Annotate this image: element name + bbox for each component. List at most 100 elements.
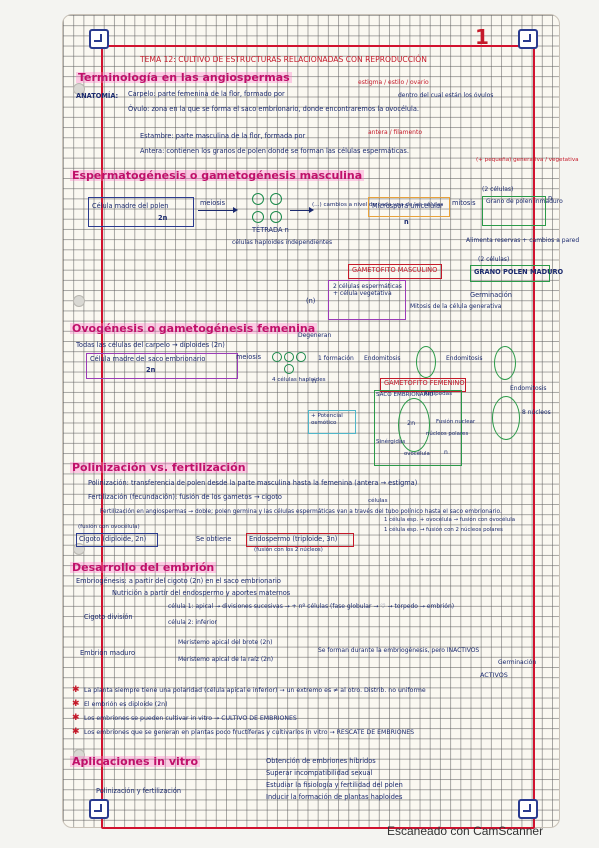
embryo-sac-oval-icon	[494, 346, 516, 380]
potencial-box	[308, 410, 356, 434]
celulas-haploides-label: células haploides independientes	[232, 239, 333, 246]
heading-aplicaciones: Aplicaciones in vitro	[70, 755, 201, 768]
se-forman-text: Se forman durante la embriogénesis, pero…	[318, 647, 480, 654]
endospermo-box	[246, 533, 354, 547]
fusion-nucleos-label: (fusión con los 2 núcleos)	[254, 547, 323, 553]
mitosis-gen-label: Mitosis de la célula generativa	[410, 303, 502, 310]
polinizacion-aplic: Polinización y fertilización	[96, 787, 182, 795]
endomitosis-2: Endomitosis	[446, 355, 483, 362]
fusion-celulas-text: (fusión con ovocélula)	[78, 524, 140, 530]
mitosis-label: mitosis	[452, 199, 476, 207]
notebook-page: 1	[62, 14, 560, 829]
n-paren-label: (n)	[306, 297, 316, 305]
scanner-footer: Escaneado con CamScanner	[387, 824, 544, 838]
grano-n-label: n	[548, 194, 553, 202]
rescate-text: Los embriones que se generan en plantas …	[84, 729, 415, 736]
gametofito-masculino-label: GAMETOFITO MASCULINO	[352, 266, 438, 274]
germinacion-embrion: Germinación	[498, 659, 537, 666]
fusion-label: Fusión nuclear	[436, 419, 476, 425]
dos-celulas-top: (2 células)	[482, 186, 514, 193]
polaridad-text: La planta siempre tiene una polaridad (c…	[84, 687, 426, 694]
ovo-n-label: n	[444, 449, 448, 456]
tetrada-cell-icon	[252, 211, 264, 223]
corner-mark-icon	[89, 29, 109, 49]
cigoto-box	[76, 533, 158, 547]
corner-mark-icon	[518, 29, 538, 49]
obtencion-text: Obtención de embriones híbridos	[266, 757, 376, 765]
cambios-label: (...) cambios a nivel de cada una de las…	[312, 202, 444, 208]
meristemo-brote: Meristemo apical del brote (2n)	[178, 639, 273, 646]
saco-label: SACO EMBRIONARIO	[376, 392, 434, 398]
celula-madre-saco-n: 2n	[146, 366, 156, 374]
superar-text: Superar incompatibilidad sexual	[266, 769, 373, 777]
microspora-n: n	[404, 218, 409, 226]
celula-madre-polen-box	[88, 197, 194, 227]
doble-text: Fertilización en angiospermas → doble; p…	[100, 509, 502, 515]
grano-inmaduro-box	[482, 196, 546, 226]
grano-maduro-label: GRANO POLEN MADURO	[474, 268, 564, 276]
ovocelula-label: ovocélula	[404, 451, 430, 457]
embryo-sac-8-icon	[492, 396, 520, 440]
meristemo-raiz: Meristemo apical de la raíz (2n)	[178, 656, 274, 663]
binder-hole-icon	[73, 295, 85, 307]
heading-embrion: Desarrollo del embrión	[70, 561, 217, 574]
se-obtiene-label: Se obtiene	[196, 535, 232, 543]
endomitosis-1: Endomitosis	[364, 355, 401, 362]
potencial-label: + Potencial osmótico	[311, 413, 343, 426]
fusion-ovo-text: 1 célula esp. + ovocélula → fusión con o…	[384, 517, 516, 523]
cultivo-text: Los embriones se pueden cultivar in vitr…	[84, 715, 297, 722]
bullet-star-icon: ✱	[72, 685, 80, 695]
celula-madre-saco-box	[86, 353, 238, 379]
haploid-cell-icon	[284, 352, 294, 362]
heading-polinizacion: Polinización vs. fertilización	[70, 461, 248, 474]
page-title: TEMA 12: CULTIVO DE ESTRUCTURAS RELACION…	[140, 55, 427, 64]
haploid-cell-icon	[284, 364, 294, 374]
grano-maduro-box	[470, 265, 550, 282]
formacion-label: 1 formación	[318, 355, 354, 362]
dos-celulas-label: (2 células)	[478, 256, 510, 263]
ovo-n: n	[312, 377, 317, 385]
tetrada-cell-icon	[270, 193, 282, 205]
celula2-text: célula 2: inferior	[168, 619, 218, 626]
heading-espermatogenesis: Espermatogénesis o gametogénesis masculi…	[70, 169, 365, 182]
inducir-text: Inducir la formación de plantas haploide…	[266, 793, 403, 801]
binder-hole-icon	[73, 83, 85, 95]
nutricion-text: Nutrición a partir del endospermo y apor…	[112, 589, 291, 597]
celulas-haploides-label-2: 4 células haploides	[272, 377, 326, 383]
activos-label: ACTIVOS	[480, 671, 508, 679]
polen-celulas-box	[328, 280, 406, 320]
ocho-nucleos: 8 núcleos	[522, 409, 551, 416]
page-number: 1	[475, 25, 489, 49]
todas-celulas: Todas las células del carpelo → diploide…	[76, 341, 225, 349]
tetrada-cell-icon	[270, 211, 282, 223]
meiosis-label-2: meiosis	[236, 353, 262, 361]
grano-inmaduro-label: Grano de polen inmaduro	[486, 198, 563, 205]
tetrada-cell-icon	[252, 193, 264, 205]
cigoto-label: Cigoto (diploide, 2n)	[79, 535, 147, 543]
endomitosis-3: Endomitosis	[510, 385, 547, 392]
page-margin-frame	[101, 45, 535, 829]
tetrada-label: TÉTRADA n	[252, 226, 289, 234]
arrow-icon	[290, 207, 314, 214]
fertilizacion-text: Fertilización (fecundación): fusión de l…	[88, 493, 282, 501]
alimenta-label: Alimenta reservas + cambios a pared	[466, 237, 580, 244]
ovulo-text: Óvulo: zona en la que se forma el saco e…	[128, 105, 419, 113]
gametofito-masculino-box	[348, 264, 442, 279]
microspora-box	[368, 197, 450, 217]
celula-madre-saco: Célula madre del saco embrionario	[90, 355, 206, 363]
saco-embrionario-box	[374, 390, 462, 466]
sinergidas-label: Sinérgidas	[376, 439, 406, 445]
bullet-star-icon: ✱	[72, 713, 80, 723]
polares-label: núcleos polares	[426, 431, 469, 437]
bullet-star-icon: ✱	[72, 699, 80, 709]
corner-mark-icon	[89, 799, 109, 819]
corner-mark-icon	[518, 799, 538, 819]
haploid-cell-icon	[296, 352, 306, 362]
heading-terminologia: Terminología en las angiospermas	[76, 71, 292, 84]
gametofito-femenino-label: GAMETOFITO FEMENINO	[384, 379, 465, 387]
heading-ovogenesis: Ovogénesis o gametogénesis femenina	[70, 322, 318, 335]
anatomia-label: ANATOMÍA:	[76, 92, 119, 100]
fusion-pol-text: 1 célula esp. → fusión con 2 núcleos pol…	[384, 527, 503, 533]
embryo-sac-diagram-icon	[398, 398, 430, 452]
carpelo-end: dentro del cual están los óvulos	[398, 92, 494, 99]
